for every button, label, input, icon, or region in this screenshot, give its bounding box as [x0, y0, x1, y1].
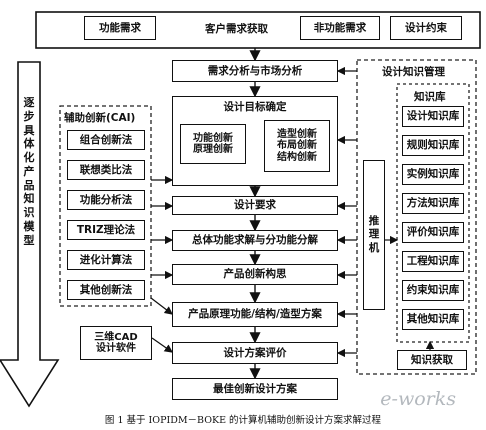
library-title: 知识库	[414, 91, 446, 103]
nonfunctional-requirement-text: 非功能需求	[313, 21, 367, 34]
cai-method-4: TRIZ理论法	[67, 220, 145, 240]
customer-demand-label: 客户需求获取	[205, 23, 268, 35]
knowledge-library-text: 规则知识库	[406, 139, 460, 152]
knowledge-library-text: 约束知识库	[406, 284, 460, 297]
innovation-concept-box: 产品创新构思	[172, 264, 338, 285]
goal-left-box: 功能创新 原理创新	[180, 124, 246, 164]
cad-software-text: 三维CAD 设计软件	[94, 331, 138, 355]
cad-software-box: 三维CAD 设计软件	[80, 326, 152, 360]
knowledge-dashed-frame	[356, 59, 477, 375]
knowledge-library-6: 工程知识库	[402, 251, 464, 272]
knowledge-library-8: 其他知识库	[402, 309, 464, 330]
goal-left-text: 功能创新 原理创新	[193, 132, 233, 156]
knowledge-library-2: 规则知识库	[402, 135, 464, 156]
design-constraint-text: 设计约束	[405, 21, 447, 34]
design-goal-title: 设计目标确定	[223, 101, 287, 113]
function-decomposition-box: 总体功能求解与分功能分解	[172, 230, 338, 251]
goal-right-box: 造型创新 布局创新 结构创新	[264, 120, 330, 172]
inference-engine-text: 推理机	[368, 214, 380, 254]
cai-method-text: TRIZ理论法	[76, 223, 136, 236]
functional-requirement-text: 功能需求	[99, 21, 141, 34]
knowledge-acquire-box: 知识获取	[397, 350, 467, 370]
cai-method-text: 进化计算法	[79, 253, 133, 266]
figure-caption: 图 1 基于 IOPIDM－BOKE 的计算机辅助创新设计方案求解过程	[104, 415, 382, 426]
left-arrow-label: 逐步具体化产品知识模型	[23, 96, 35, 247]
design-requirement-text: 设计要求	[234, 199, 276, 212]
nonfunctional-requirement-box: 非功能需求	[300, 16, 380, 40]
cai-method-5: 进化计算法	[67, 250, 145, 270]
left-arrow-text: 逐步具体化产品知识模型	[22, 96, 36, 247]
demand-analysis-text: 需求分析与市场分析	[207, 64, 303, 77]
cai-method-3: 功能分析法	[67, 190, 145, 210]
left-big-arrow	[0, 61, 60, 408]
innovation-concept-text: 产品创新构思	[223, 268, 287, 281]
knowledge-library-text: 方法知识库	[406, 197, 460, 210]
knowledge-library-4: 方法知识库	[402, 193, 464, 214]
knowledge-library-text: 实例知识库	[406, 168, 460, 181]
best-scheme-text: 最佳创新设计方案	[213, 382, 297, 395]
cai-method-text: 联想类比法	[79, 163, 133, 176]
cai-method-text: 组合创新法	[79, 133, 133, 146]
knowledge-library-text: 设计知识库	[406, 110, 460, 123]
cai-method-text: 其他创新法	[79, 283, 133, 296]
knowledge-library-3: 实例知识库	[402, 164, 464, 185]
knowledge-library-1: 设计知识库	[402, 106, 464, 127]
function-decomposition-text: 总体功能求解与分功能分解	[192, 234, 318, 247]
cai-title: 辅助创新(CAI)	[64, 112, 136, 124]
watermark-logo: e-works	[380, 388, 456, 410]
scheme-evaluation-box: 设计方案评价	[172, 342, 338, 364]
principle-scheme-text: 产品原理功能/结构/造型方案	[188, 308, 322, 321]
top-frame	[35, 11, 481, 49]
design-requirement-box: 设计要求	[172, 196, 338, 215]
scheme-evaluation-text: 设计方案评价	[223, 346, 287, 359]
cai-method-2: 联想类比法	[67, 160, 145, 180]
knowledge-library-text: 其他知识库	[406, 313, 460, 326]
cai-method-6: 其他创新法	[67, 280, 145, 300]
knowledge-library-text: 工程知识库	[406, 255, 460, 268]
goal-right-text: 造型创新 布局创新 结构创新	[277, 128, 317, 163]
knowledge-library-text: 评价知识库	[406, 226, 460, 239]
design-constraint-box: 设计约束	[390, 16, 462, 40]
principle-scheme-box: 产品原理功能/结构/造型方案	[172, 302, 338, 327]
knowledge-library-5: 评价知识库	[402, 222, 464, 243]
cai-method-1: 组合创新法	[67, 130, 145, 150]
functional-requirement-box: 功能需求	[84, 16, 156, 40]
best-scheme-box: 最佳创新设计方案	[172, 378, 338, 400]
inference-engine-box: 推理机	[363, 160, 385, 310]
knowledge-acquire-text: 知识获取	[411, 353, 453, 366]
knowledge-management-title: 设计知识管理	[382, 66, 445, 78]
cai-method-text: 功能分析法	[79, 193, 133, 206]
knowledge-library-7: 约束知识库	[402, 280, 464, 301]
demand-analysis-box: 需求分析与市场分析	[172, 60, 338, 82]
